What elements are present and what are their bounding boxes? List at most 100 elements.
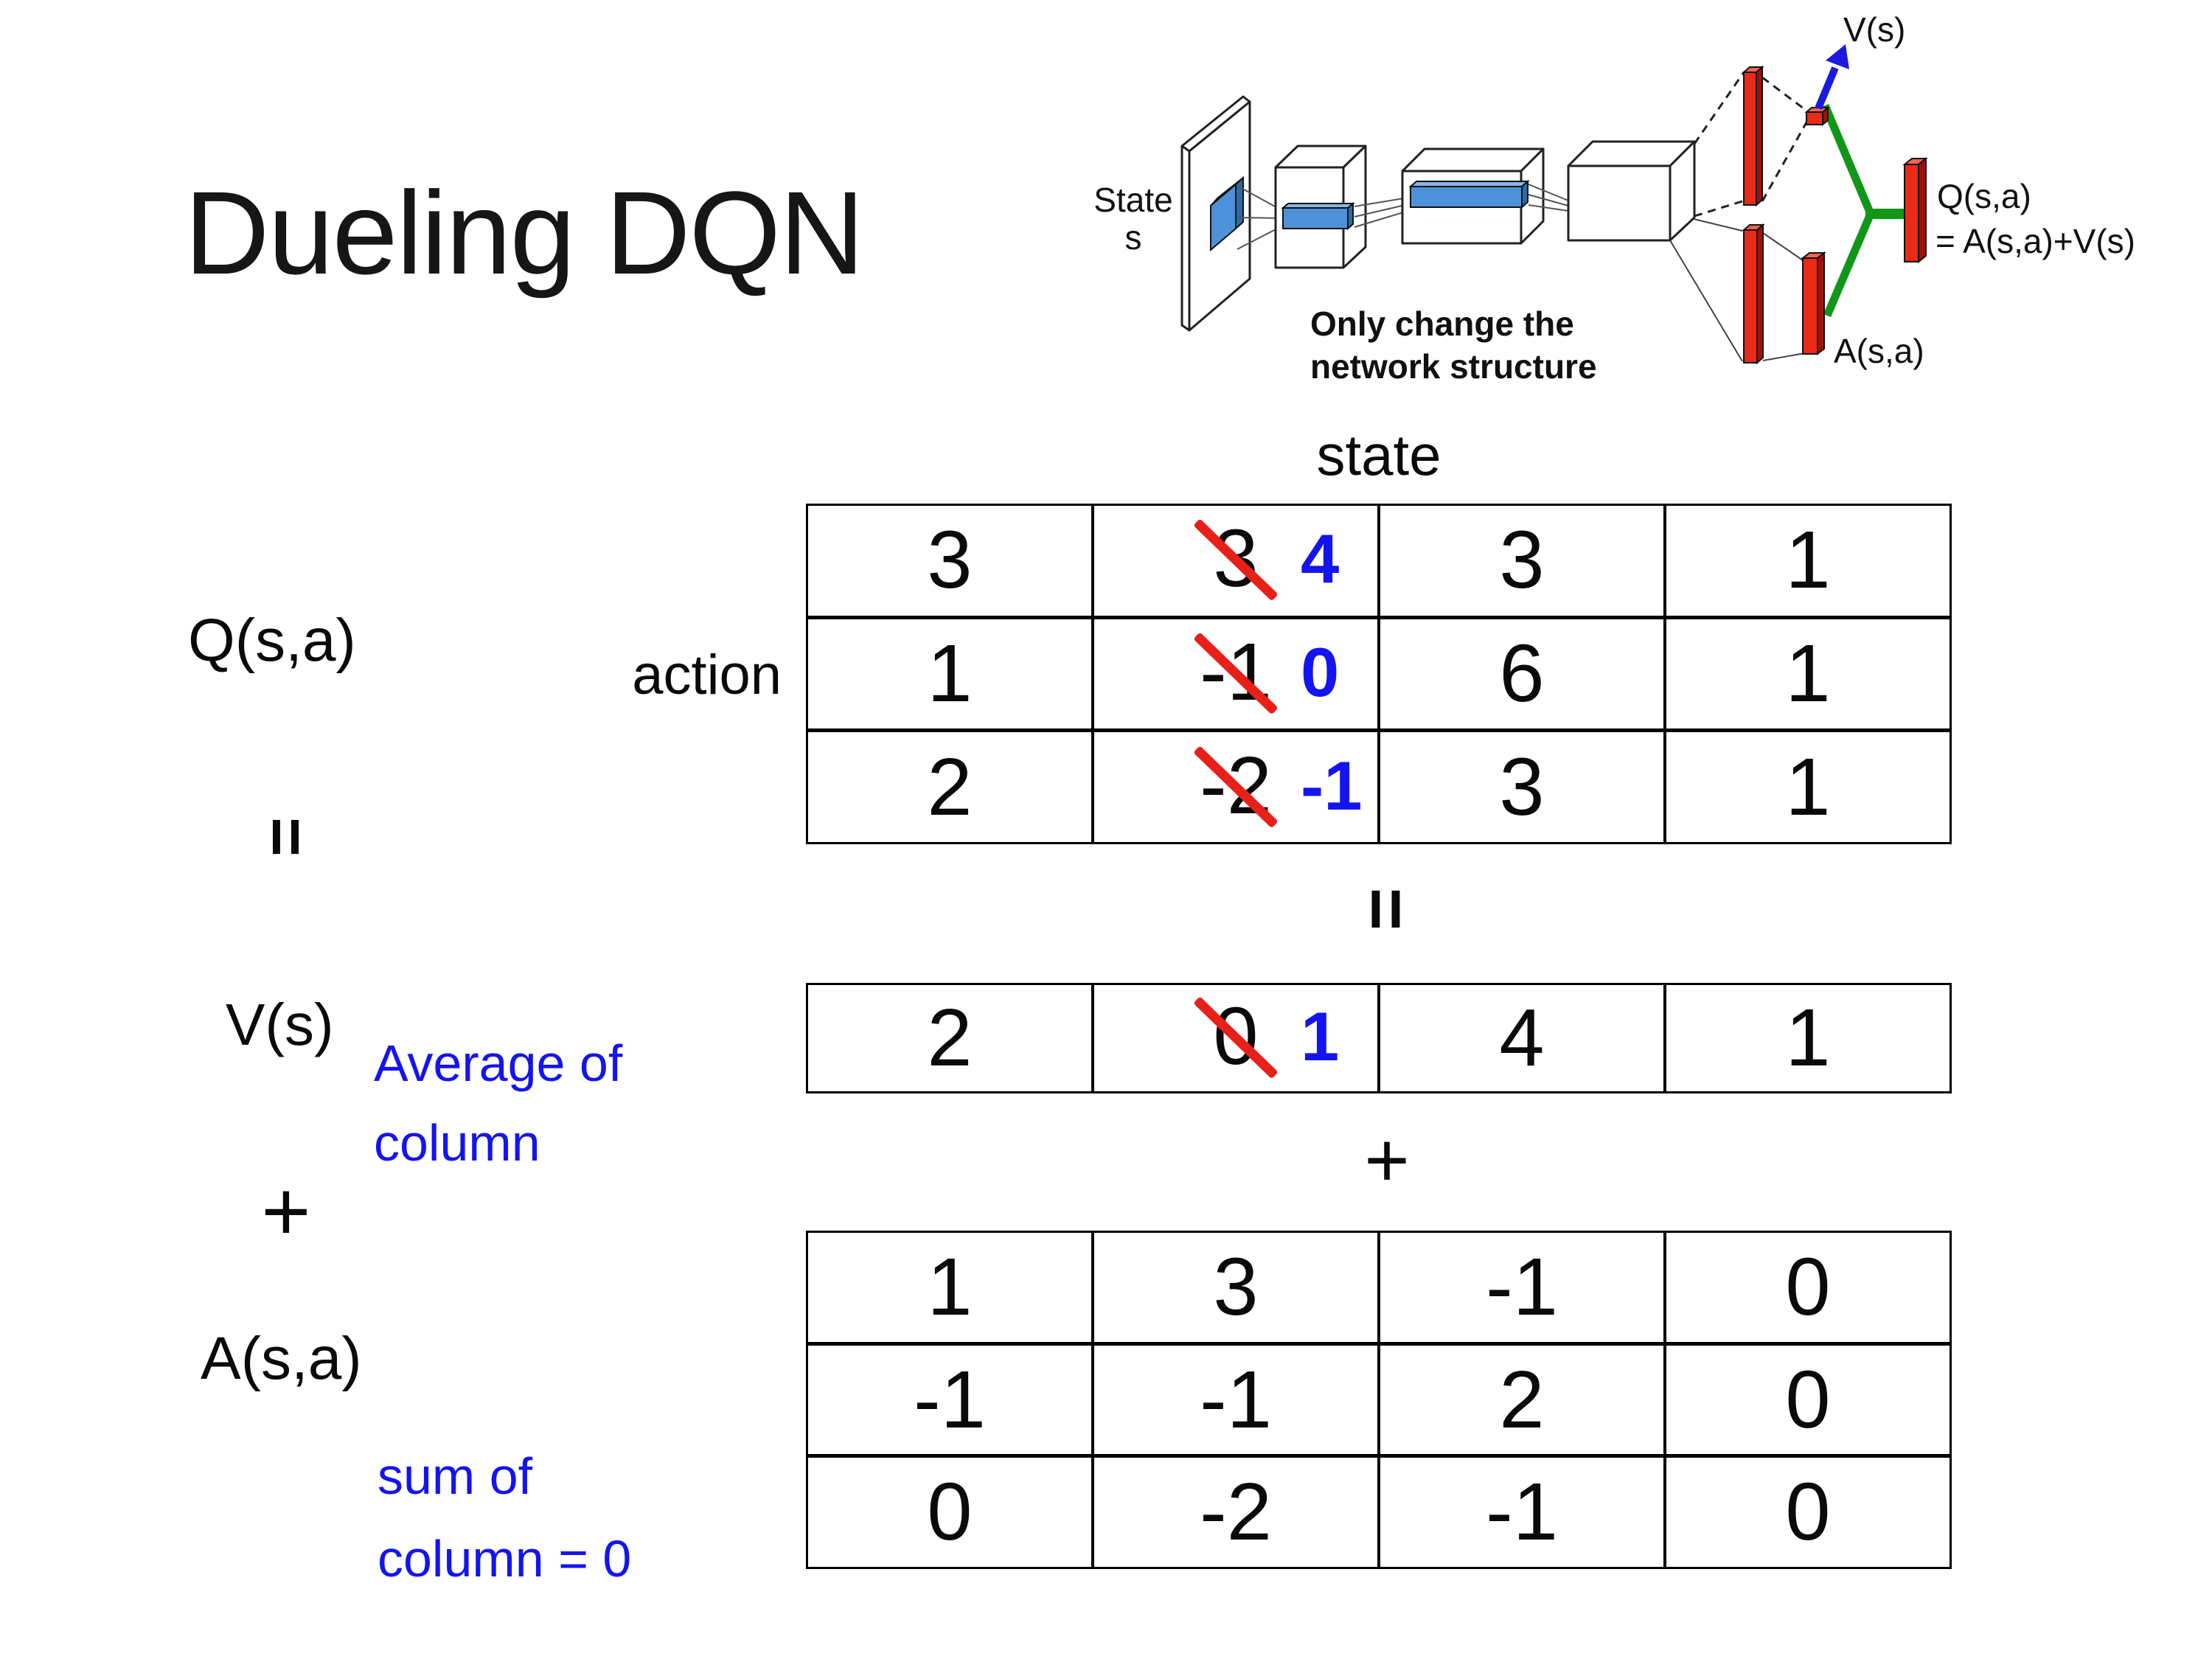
cell-value: -1 (914, 1354, 986, 1445)
cell-value: 1 (1785, 992, 1831, 1083)
table-cell: 1 (1663, 619, 1950, 729)
value-fc-bar (1742, 65, 1764, 207)
cell-value: 0 (927, 1467, 973, 1558)
sum-note-line2: column = 0 (378, 1530, 632, 1587)
table-cell: -1 (1091, 1345, 1377, 1455)
table-row: 2 01 4 1 (808, 985, 1950, 1091)
equals-glyph: = (248, 817, 324, 857)
diagram-a-output-label: A(s,a) (1834, 332, 1924, 370)
page-title: Dueling DQN (184, 167, 865, 299)
cell-value: 3 (1213, 1241, 1259, 1332)
cell-value: 3 (927, 515, 973, 606)
equals-sign-left: = (248, 800, 324, 874)
cell-value: -2 (1200, 1467, 1272, 1558)
table-cell: -2-1 (1091, 732, 1377, 843)
average-note-line2: column (374, 1114, 540, 1172)
table-cell: -1 (808, 1346, 1091, 1455)
table-cell: 0 (808, 1458, 1091, 1567)
cell-value: 0 (1785, 1241, 1831, 1332)
plus-sign-mid: + (1364, 1116, 1410, 1203)
v-output-arrow (1815, 44, 1849, 110)
table-cell: 01 (1091, 985, 1377, 1091)
a-function-label: A(s,a) (201, 1325, 362, 1392)
table-cell: 34 (1091, 506, 1377, 616)
plus-sign-left: + (261, 1164, 311, 1259)
table-row: 3 34 3 1 (808, 506, 1950, 616)
table-row: 0 -2 -1 0 (808, 1454, 1950, 1568)
conv-box-3 (1567, 140, 1696, 242)
table-cell: 0 (1663, 1345, 1950, 1455)
table-cell: 3 (1377, 732, 1663, 843)
table-cell: -10 (1091, 619, 1377, 729)
table-cell: 6 (1377, 619, 1663, 729)
diagram-note-line2: network structure (1310, 347, 1597, 386)
fan-lines-3 (1528, 184, 1569, 212)
conv-filter-icon (1210, 175, 1244, 252)
action-header: action (632, 644, 782, 706)
cell-value: 1 (927, 1241, 973, 1332)
cell-value: 3 (1499, 515, 1545, 606)
table-cell: 0 (1663, 1233, 1950, 1342)
table-cell: 1 (808, 1233, 1091, 1342)
diagram-state-label-line1: State (1093, 181, 1172, 219)
diagram-q-output-label-line2: = A(s,a)+V(s) (1935, 222, 2135, 260)
cell-value: 1 (1785, 515, 1831, 606)
diagram-note-line1: Only change the (1310, 305, 1574, 343)
q-function-label: Q(s,a) (188, 607, 356, 674)
dueling-network-diagram: State s V(s) Q(s,a) = A(s,a)+V(s) A(s,a)… (1093, 10, 2135, 386)
table-cell: 2 (808, 732, 1091, 842)
merge-links (1820, 103, 1905, 318)
diagram-v-output-label: V(s) (1843, 10, 1905, 49)
advantage-fc-bar (1742, 223, 1765, 365)
cell-value: -1 (1200, 1354, 1272, 1445)
table-cell: -2 (1091, 1458, 1377, 1568)
table-row: 2-2-1 3 1 (808, 728, 1950, 843)
new-value: 1 (1301, 998, 1340, 1076)
cell-value: 6 (1499, 628, 1545, 719)
table-cell: 3 (1091, 1233, 1377, 1342)
feature-bar-2 (1408, 179, 1530, 209)
new-value: -1 (1301, 746, 1363, 824)
v-values-table: 2 01 4 1 (806, 983, 1952, 1093)
cell-value: 1 (1785, 741, 1831, 832)
advantage-stream-links (1669, 218, 1806, 362)
table-cell: 2 (808, 985, 1091, 1091)
sum-of-column-note: sum of column = 0 (378, 1435, 631, 1600)
table-cell: 1 (1663, 506, 1950, 616)
feature-bar-1 (1281, 201, 1355, 231)
value-stream-dashed-links (1693, 72, 1808, 218)
table-cell: -1 (1377, 1233, 1663, 1342)
sum-note-line1: sum of (378, 1447, 533, 1505)
cell-value: 1 (927, 628, 973, 719)
fan-lines-2 (1354, 197, 1409, 228)
table-cell: 1 (1663, 985, 1950, 1091)
a-values-table: 1 3 -1 0 -1 -1 2 0 0 -2 -1 0 (806, 1231, 1952, 1569)
new-value: 0 (1301, 633, 1340, 712)
table-cell: 3 (1377, 506, 1663, 616)
diagram-state-label-line2: s (1125, 218, 1142, 257)
cell-value: 4 (1499, 992, 1545, 1083)
cell-value: 0 (1785, 1354, 1831, 1445)
table-cell: 3 (808, 506, 1091, 616)
cell-value: 3 (1499, 741, 1545, 832)
table-cell: 2 (1377, 1345, 1663, 1455)
new-value: 4 (1301, 520, 1340, 598)
table-row: -1 -1 2 0 (808, 1341, 1950, 1455)
table-row: 1 3 -1 0 (808, 1233, 1950, 1342)
state-header: state (1316, 422, 1441, 487)
cell-value: 2 (1499, 1354, 1545, 1445)
table-cell: 0 (1663, 1458, 1950, 1568)
table-cell: 4 (1377, 985, 1663, 1091)
table-cell: 1 (1663, 732, 1950, 843)
table-cell: -1 (1377, 1458, 1663, 1568)
value-node (1804, 105, 1830, 127)
diagram-q-output-label-line1: Q(s,a) (1937, 177, 2031, 215)
cell-value: 2 (927, 992, 973, 1083)
advantage-vector-bar (1801, 251, 1826, 356)
equals-sign-mid: = (1342, 865, 1430, 953)
table-row: 1 -10 6 1 (808, 615, 1950, 729)
cell-value: -1 (1486, 1467, 1558, 1558)
average-note-line1: Average of (374, 1034, 623, 1092)
